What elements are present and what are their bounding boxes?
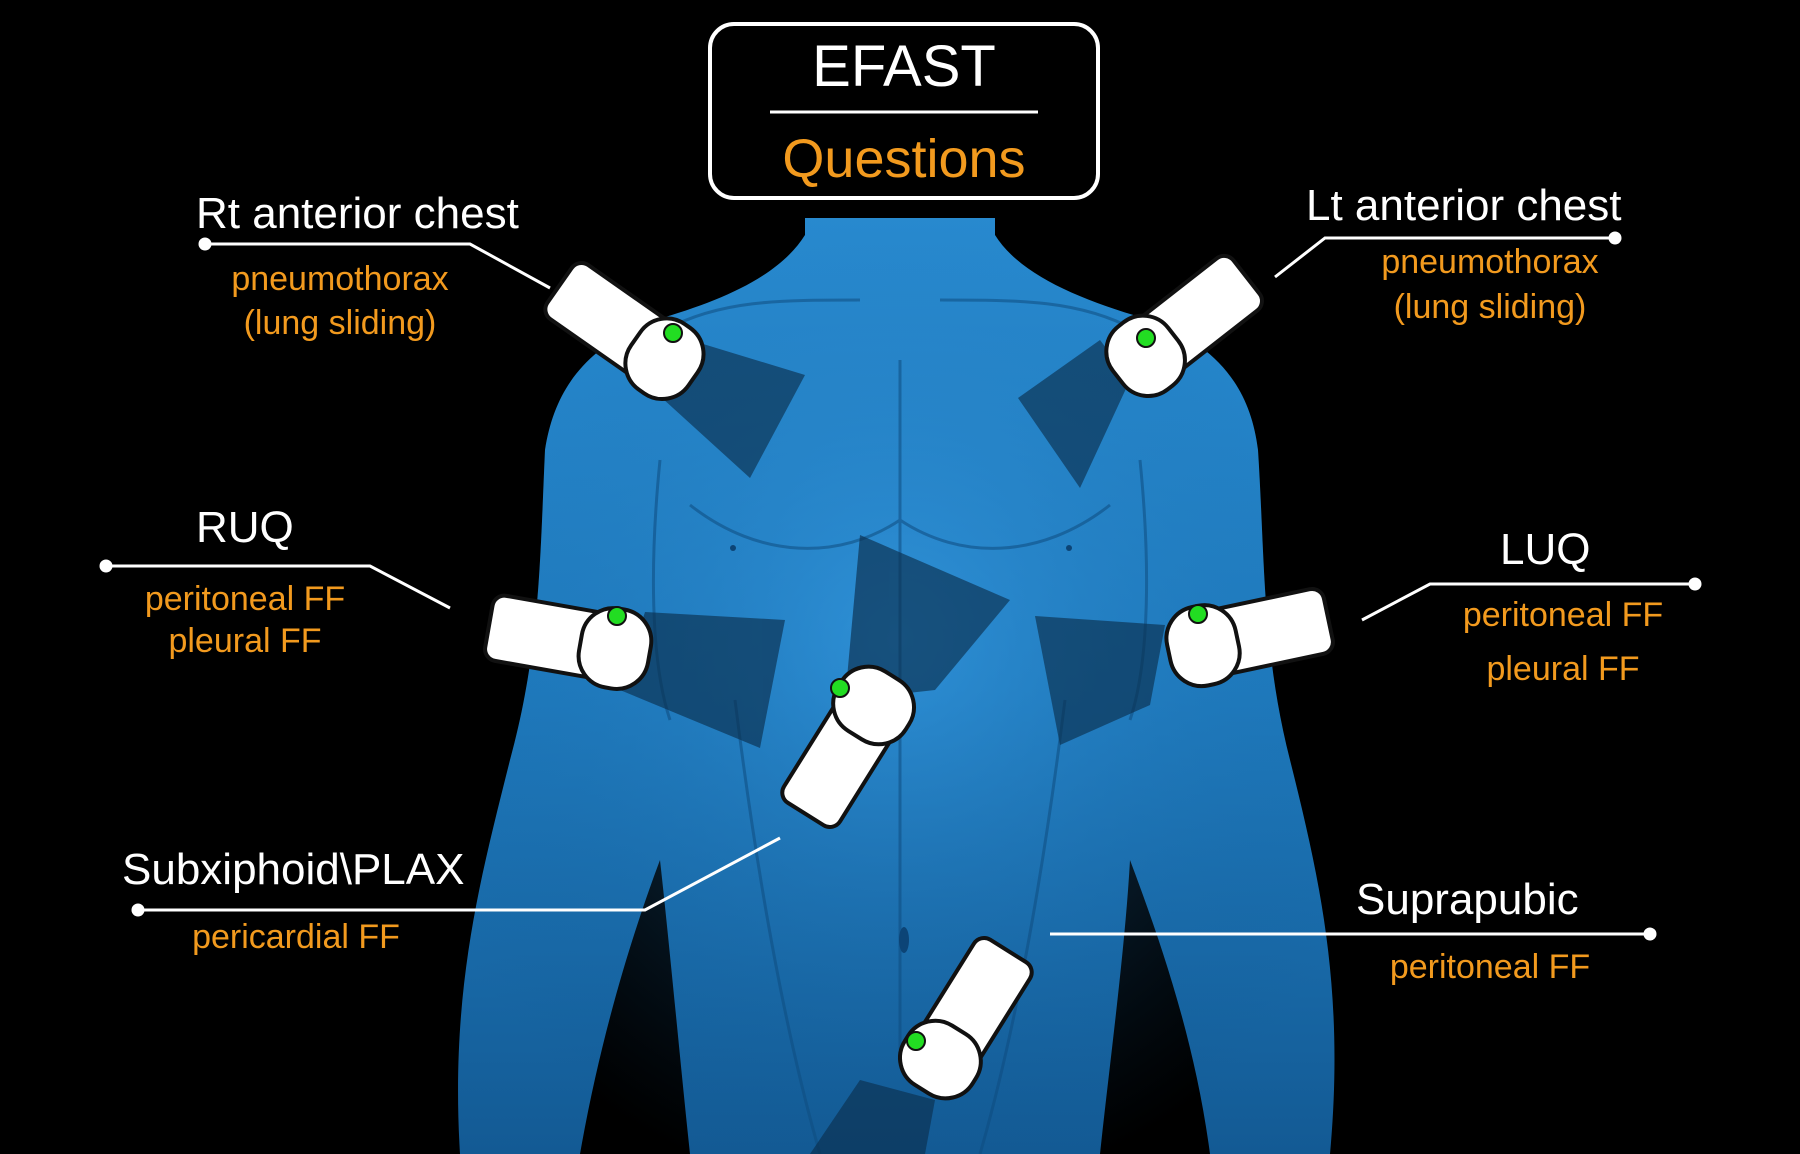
leader-rt-chest	[205, 242, 551, 290]
leader-luq	[1361, 582, 1695, 622]
probe-lt-chest	[1104, 253, 1264, 398]
view-finding-ruq-2: pleural FF	[168, 622, 322, 660]
probes	[483, 253, 1335, 1101]
leader-subxiphoid	[138, 836, 781, 912]
view-title-luq: LUQ	[1500, 525, 1591, 574]
leader-lt-chest	[1274, 236, 1615, 279]
view-title-suprapubic: Suprapubic	[1356, 875, 1579, 924]
view-finding-ruq-1: peritoneal FF	[144, 580, 346, 618]
nipple-left	[1066, 545, 1072, 551]
ultrasound-beams	[620, 340, 1165, 1154]
view-finding-rt-anterior-chest-1: pneumothorax	[231, 260, 449, 298]
indicator-rt-chest	[663, 323, 683, 343]
view-title-lt-anterior-chest: Lt anterior chest	[1306, 181, 1622, 230]
view-finding-suprapubic-1: peritoneal FF	[1389, 948, 1591, 986]
view-title-rt-anterior-chest: Rt anterior chest	[196, 189, 519, 238]
beam-lt-chest	[1018, 340, 1130, 488]
view-finding-lt-anterior-chest-1: pneumothorax	[1381, 243, 1599, 281]
indicator-lt-chest	[1136, 328, 1156, 348]
indicator-suprapubic	[906, 1031, 926, 1051]
view-finding-luq-1: peritoneal FF	[1462, 596, 1664, 634]
view-finding-lt-anterior-chest-2: (lung sliding)	[1393, 288, 1587, 326]
probe-ruq	[483, 593, 654, 691]
indicator-luq	[1188, 604, 1208, 624]
header-title: EFAST	[812, 34, 996, 99]
indicator-subxiphoid	[830, 678, 850, 698]
beam-luq	[1035, 616, 1165, 745]
beam-ruq	[620, 612, 785, 748]
header-subtitle: Questions	[782, 129, 1026, 189]
navel	[899, 927, 909, 953]
indicator-ruq	[607, 606, 627, 626]
view-title-ruq: RUQ	[196, 503, 294, 552]
view-title-subxiphoid-plax: Subxiphoid\PLAX	[122, 845, 465, 894]
beam-suprapubic	[810, 1080, 935, 1154]
probe-indicators	[607, 323, 1208, 1051]
probe-luq	[1164, 586, 1335, 689]
view-finding-luq-2: pleural FF	[1486, 650, 1640, 688]
leader-ruq	[106, 564, 451, 610]
probe-subxiphoid	[780, 664, 916, 829]
view-finding-rt-anterior-chest-2: (lung sliding)	[243, 304, 437, 342]
nipple-right	[730, 545, 736, 551]
beam-subxiphoid	[845, 535, 1010, 700]
probe-rt-chest	[543, 260, 706, 401]
view-finding-subxiphoid-plax-1: pericardial FF	[192, 918, 400, 956]
leader-lines	[99, 231, 1702, 941]
